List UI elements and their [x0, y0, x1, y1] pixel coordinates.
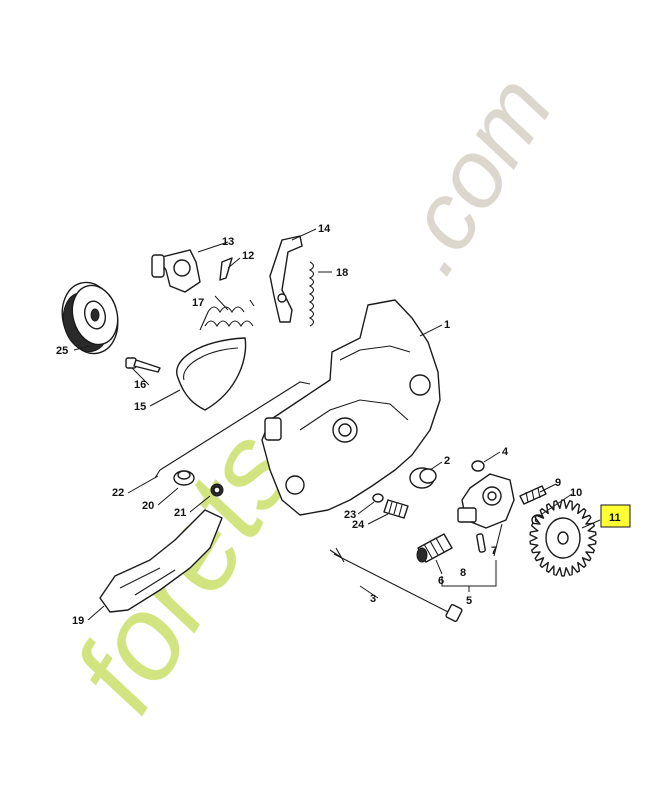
part-24-spring-sleeve [383, 499, 409, 519]
part-14-lever [269, 235, 303, 323]
label-part-20: 20 [142, 500, 154, 512]
part-2-sleeve [409, 467, 437, 489]
part-21-spring [210, 483, 224, 497]
part-11-spur-gear [529, 499, 597, 577]
label-part-9: 9 [555, 477, 561, 489]
part-7-oil-pump [457, 473, 515, 529]
label-part-25: 25 [56, 345, 68, 357]
watermark-text-domain: .com [372, 58, 573, 291]
part-16-screw [125, 357, 161, 373]
label-part-15: 15 [134, 401, 146, 413]
label-part-19: 19 [72, 615, 84, 627]
part-18-spring [308, 261, 315, 327]
label-part-23: 23 [344, 509, 356, 521]
label-part-14: 14 [318, 223, 331, 235]
part-17-spring [199, 299, 255, 331]
part-8-pin [476, 533, 486, 553]
label-part-6: 6 [438, 575, 444, 587]
part-labels: 1 2 3 4 5 6 7 8 9 10 11 12 13 14 15 16 1… [56, 223, 621, 627]
part-9-screw [519, 485, 547, 505]
label-part-5: 5 [466, 595, 472, 607]
label-part-11: 11 [609, 512, 621, 524]
label-part-3: 3 [370, 593, 376, 605]
label-part-1: 1 [444, 319, 450, 331]
label-part-2: 2 [444, 455, 450, 467]
part-19-rear-handle [99, 509, 223, 613]
label-part-16: 16 [134, 379, 146, 391]
part-6-worm [416, 533, 453, 563]
label-part-21: 21 [174, 507, 186, 519]
part-25-flywheel [61, 281, 119, 355]
part-12-pin [219, 257, 233, 281]
part-1-crankcase [261, 299, 441, 516]
label-part-7: 7 [491, 545, 497, 557]
part-4-o-ring [471, 460, 485, 472]
label-part-13: 13 [222, 236, 234, 248]
part-13-throttle-shaft [151, 249, 201, 293]
part-23-o-ring [372, 493, 384, 503]
leader-lines [73, 228, 601, 621]
label-part-8: 8 [460, 567, 466, 579]
part-3-long-bolt [329, 547, 463, 622]
label-part-18: 18 [336, 267, 348, 279]
label-part-24: 24 [352, 519, 365, 531]
part-11-highlight [600, 504, 631, 528]
label-part-4: 4 [502, 446, 509, 458]
bracket-5 [441, 560, 497, 592]
label-part-17: 17 [192, 297, 204, 309]
part-20-bushing [173, 470, 195, 486]
label-part-12: 12 [242, 250, 254, 262]
label-part-22: 22 [112, 487, 124, 499]
part-15-handle-loop [176, 337, 247, 411]
label-part-10: 10 [570, 487, 582, 499]
